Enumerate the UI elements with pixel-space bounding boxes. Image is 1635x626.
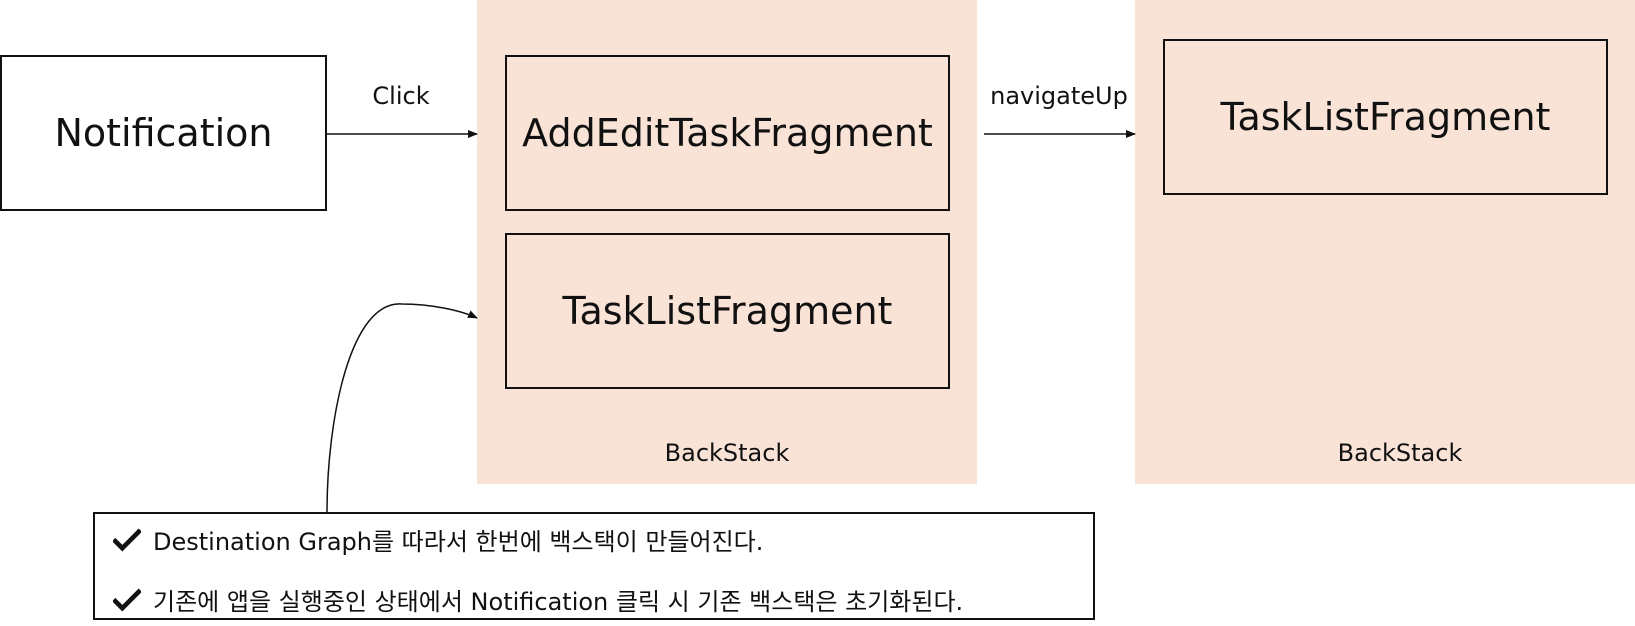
click-edge-label: Click: [372, 82, 430, 110]
check-icon: [113, 528, 141, 551]
note-text: 기존에 앱을 실행중인 상태에서 Notification 클릭 시 기존 백스…: [153, 588, 964, 616]
task-list-fragment-node-right: TaskListFragment: [1163, 39, 1608, 195]
task-list-fragment-node-left: TaskListFragment: [505, 233, 950, 389]
notes-box: Destination Graph를 따라서 한번에 백스택이 만들어진다. 기…: [93, 512, 1095, 620]
note-item: Destination Graph를 따라서 한번에 백스택이 만들어진다.: [113, 522, 763, 557]
check-icon: [113, 588, 141, 611]
add-edit-task-fragment-node: AddEditTaskFragment: [505, 55, 950, 211]
notification-node: Notification: [0, 55, 327, 211]
backstack-label-right: BackStack: [1337, 439, 1463, 467]
note-item: 기존에 앱을 실행중인 상태에서 Notification 클릭 시 기존 백스…: [113, 582, 963, 617]
backstack-label-left: BackStack: [664, 439, 790, 467]
navigate-up-edge-label: navigateUp: [990, 82, 1128, 110]
note-text: Destination Graph를 따라서 한번에 백스택이 만들어진다.: [153, 528, 764, 556]
note-curve-arrow: [326, 303, 478, 513]
